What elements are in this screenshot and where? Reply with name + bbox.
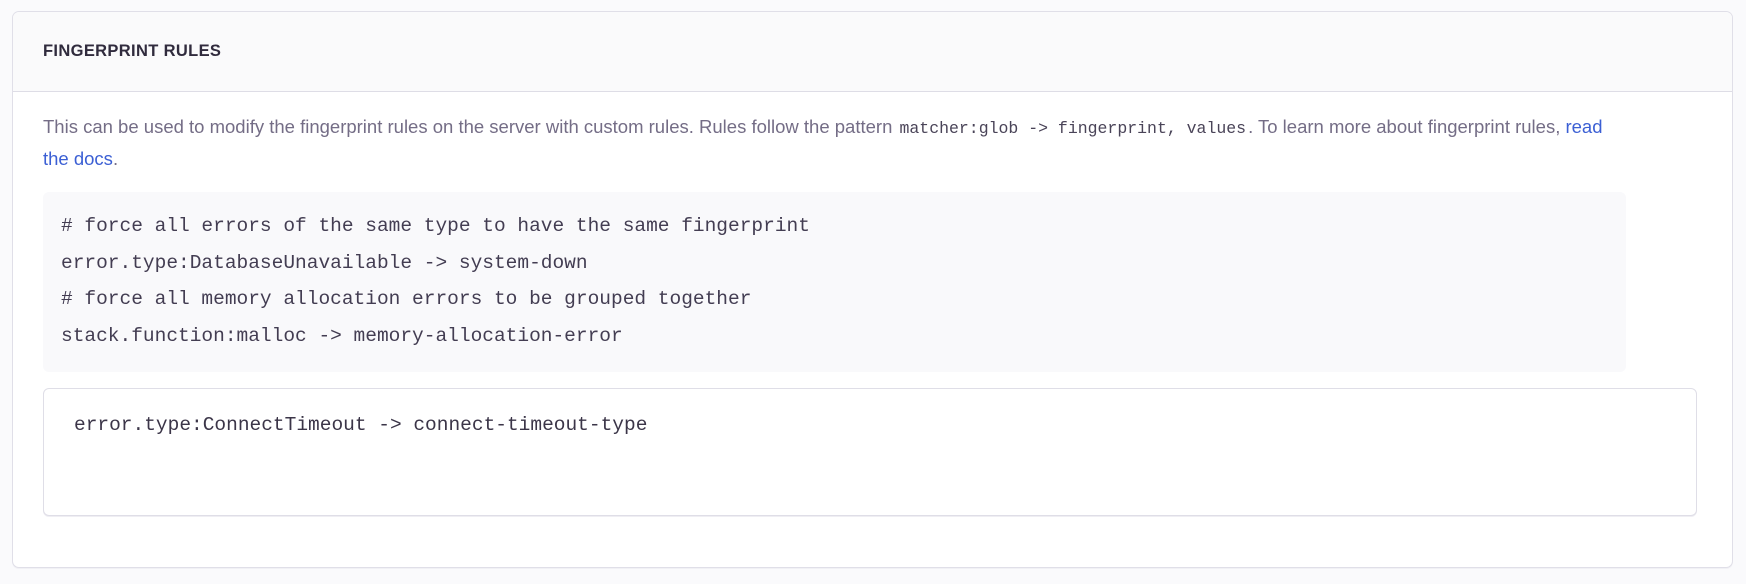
panel-body: This can be used to modify the fingerpri…	[13, 92, 1732, 516]
inline-code-pattern: matcher:glob -> fingerprint, values	[899, 119, 1247, 138]
panel-description: This can be used to modify the fingerpri…	[43, 112, 1623, 174]
panel-header: Fingerprint Rules	[13, 12, 1732, 92]
fingerprint-rules-panel: Fingerprint Rules This can be used to mo…	[12, 11, 1733, 568]
description-text-part-1: This can be used to modify the fingerpri…	[43, 116, 898, 137]
description-text-part-3: .	[112, 148, 119, 169]
fingerprint-rules-input[interactable]	[43, 388, 1697, 516]
read-the-docs-link[interactable]: read the docs	[43, 116, 1603, 169]
page-title: Fingerprint Rules	[43, 42, 222, 60]
fingerprint-rules-example-code: # force all errors of the same type to h…	[43, 192, 1626, 372]
description-text-part-2: . To learn more about fingerprint rules,	[1248, 116, 1566, 137]
